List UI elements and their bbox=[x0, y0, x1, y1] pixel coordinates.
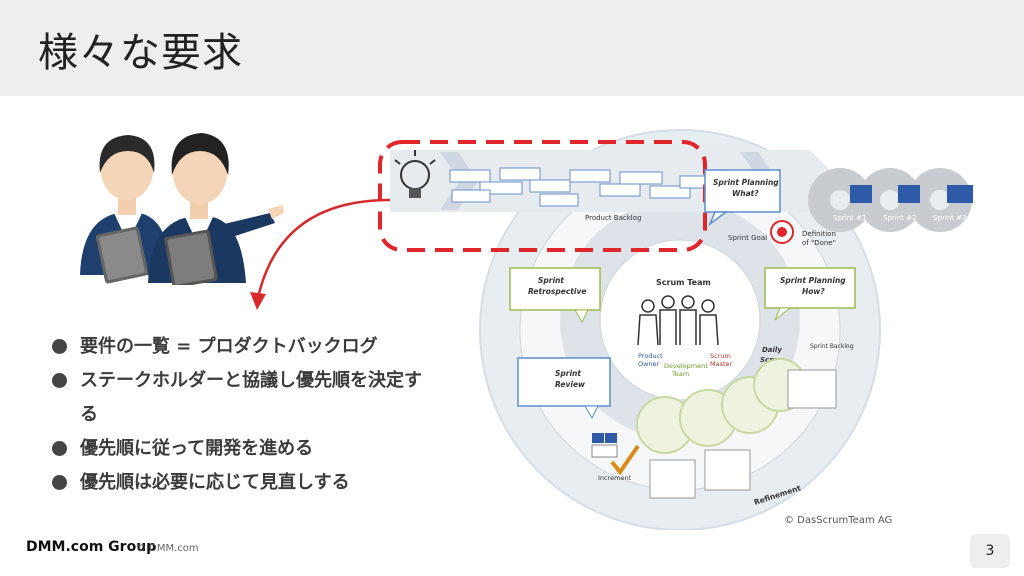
diagram-credit: © DasScrumTeam AG bbox=[784, 515, 893, 526]
requirements-list: 要件の一覧 = プロダクトバックログ ステークホルダーと協議し優先順を決定する … bbox=[52, 330, 472, 500]
scrum-team-figures bbox=[637, 295, 719, 346]
increment-icon bbox=[591, 433, 640, 476]
bullet-text: 優先順は必要に応じて見直しする bbox=[80, 472, 350, 493]
page-number: 3 bbox=[970, 534, 1010, 568]
increment-label: Increment bbox=[598, 474, 632, 482]
lightbulb-icon bbox=[394, 150, 436, 198]
svg-text:Sprint #3: Sprint #3 bbox=[933, 214, 966, 222]
pointer-arrow bbox=[250, 198, 391, 310]
scrum-team-label: Scrum Team bbox=[656, 278, 711, 287]
slide-title: 様々な要求 bbox=[38, 30, 243, 76]
daily-scrum-discs bbox=[636, 358, 807, 454]
sprint-discs: Sprint #1 Sprint #2 Sprint #3 bbox=[808, 168, 973, 232]
svg-text:Sprint #1: Sprint #1 bbox=[833, 214, 866, 222]
bullet-text: 要件の一覧 = プロダクトバックログ bbox=[80, 336, 378, 357]
sprint-backlog-label: Sprint Backlog bbox=[810, 343, 854, 350]
svg-text:Sprint #2: Sprint #2 bbox=[883, 214, 916, 222]
slide-header: 様々な要求 bbox=[0, 0, 1024, 96]
person-left bbox=[80, 135, 170, 284]
person-right bbox=[148, 133, 284, 285]
footer-copyright: © DMM.com bbox=[136, 543, 199, 554]
bullet-text-continued: る bbox=[80, 404, 98, 425]
bullet-text: ステークホルダーと協議し優先順を決定す bbox=[80, 370, 422, 391]
sprint-goal-label: Sprint Goal bbox=[728, 234, 767, 242]
bullet-item: 優先順は必要に応じて見直しする bbox=[52, 466, 472, 500]
scrum-framework-diagram: Product Backlog Sprint #1 Sprint #2 Spri… bbox=[378, 129, 973, 530]
bullet-item: ステークホルダーと協議し優先順を決定する bbox=[52, 364, 472, 432]
bullet-text: 優先順に従って開発を進める bbox=[80, 438, 314, 459]
company-logo: DMM.com Group bbox=[26, 539, 157, 555]
people-illustration bbox=[80, 133, 284, 285]
bullet-item: 要件の一覧 = プロダクトバックログ bbox=[52, 330, 472, 364]
product-backlog-label: Product Backlog bbox=[585, 214, 641, 222]
bullet-item: 優先順に従って開発を進める bbox=[52, 432, 472, 466]
